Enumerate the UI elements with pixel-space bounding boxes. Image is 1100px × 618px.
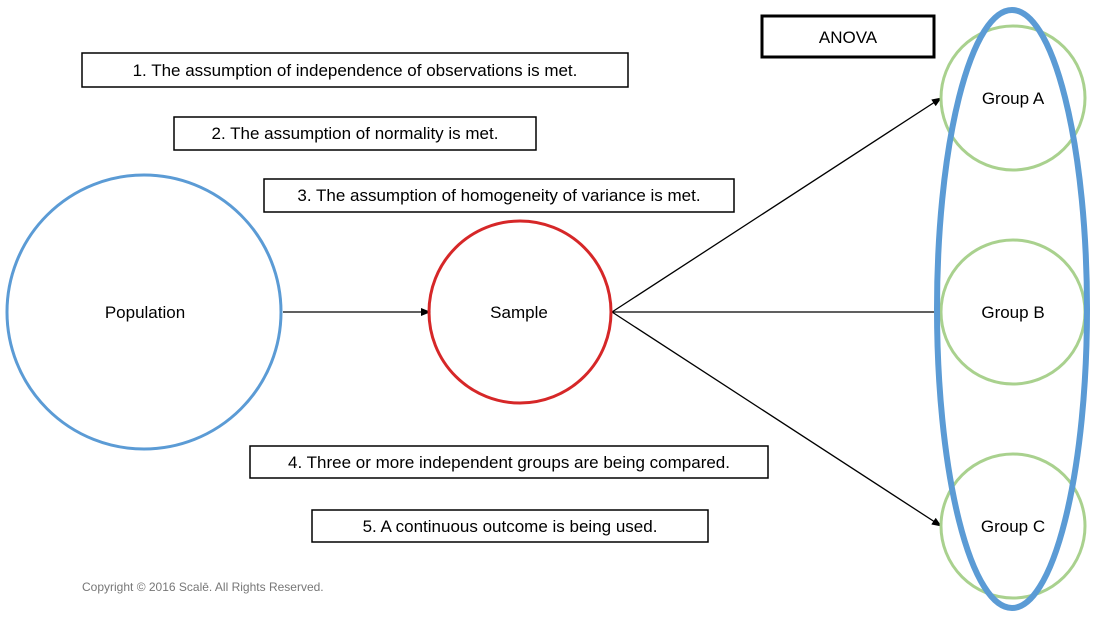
copyright-notice: Copyright © 2016 Scalē. All Rights Reser… <box>82 580 324 594</box>
group-c-label: Group C <box>981 517 1045 536</box>
assumption-text-4: 4. Three or more independent groups are … <box>288 453 730 472</box>
assumption-text-2: 2. The assumption of normality is met. <box>212 124 499 143</box>
assumption-text-3: 3. The assumption of homogeneity of vari… <box>297 186 700 205</box>
group-b-node: Group B <box>939 238 1087 386</box>
assumption-text-5: 5. A continuous outcome is being used. <box>363 517 658 536</box>
population-label: Population <box>105 303 185 322</box>
group-a-label: Group A <box>982 89 1045 108</box>
group-b-label: Group B <box>981 303 1044 322</box>
assumption-box-4: 4. Three or more independent groups are … <box>249 445 769 479</box>
assumption-text-1: 1. The assumption of independence of obs… <box>133 61 578 80</box>
population-node: Population <box>5 173 283 451</box>
group-c-node: Group C <box>939 452 1087 600</box>
anova-title: ANOVA <box>819 28 878 47</box>
assumption-box-2: 2. The assumption of normality is met. <box>173 116 537 151</box>
assumption-box-3: 3. The assumption of homogeneity of vari… <box>263 178 735 213</box>
arrow-sample-to-group-a <box>611 97 942 313</box>
sample-node: Sample <box>427 219 613 405</box>
arrow-sample-to-group-c <box>611 311 942 527</box>
sample-label: Sample <box>490 303 548 322</box>
anova-grouping-ellipse <box>934 7 1090 611</box>
anova-title-box: ANOVA <box>760 14 936 59</box>
assumption-box-1: 1. The assumption of independence of obs… <box>81 52 629 88</box>
assumption-box-5: 5. A continuous outcome is being used. <box>311 509 709 543</box>
group-a-node: Group A <box>939 24 1087 172</box>
